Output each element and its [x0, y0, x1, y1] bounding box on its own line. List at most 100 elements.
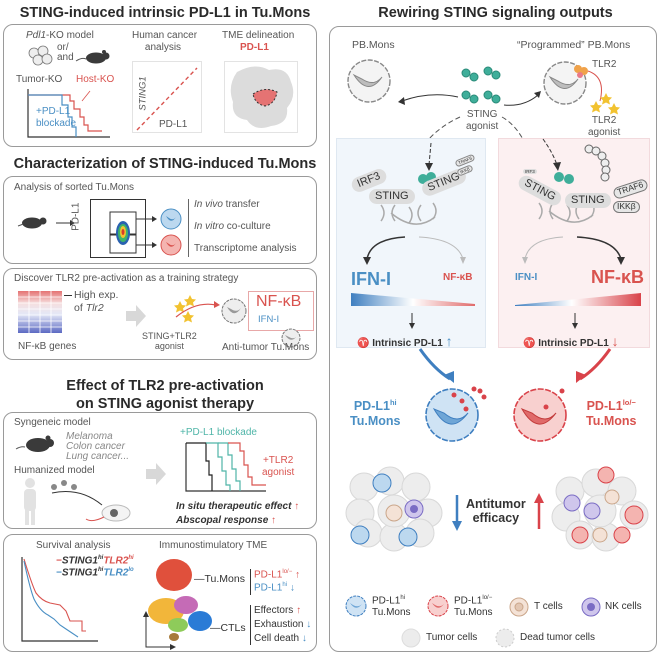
- pb-mon-cell-icon: [347, 59, 391, 103]
- pdl1-hi-tumon-cell: [425, 386, 487, 442]
- section1-title: STING-induced intrinsic PD-L1 in Tu.Mons: [19, 5, 311, 21]
- or-and-label: or/ and: [57, 42, 74, 63]
- tlr2-discovery-label: Discover TLR2 pre-activation as a traini…: [14, 273, 239, 284]
- facs-axis-label: PD-L1: [70, 202, 82, 231]
- model-colon: Colon cancer: [66, 441, 125, 452]
- tlr2-agonist-label: +TLR2 agonist: [262, 455, 295, 478]
- agonist-stars-icon: [174, 295, 220, 323]
- legend-dead-tumor-cell-label: Dead tumor cells: [520, 632, 596, 643]
- effect-in-situ: In situ therapeutic effect ↑: [176, 501, 300, 512]
- host-ko-label: Host-KO: [76, 74, 115, 85]
- sting1-axis-label: STING1: [137, 76, 149, 111]
- section2-title: Characterization of STING-induced Tu.Mon…: [13, 156, 317, 172]
- high-exp-label: High exp.: [74, 289, 119, 301]
- ifn-pathway-box: IRF3 STING STING TRAF6 IKKβ IFN-I NF-κB …: [336, 138, 486, 349]
- tumor-cluster-lo: [551, 466, 649, 552]
- tumons-bracket: [250, 569, 251, 595]
- programmed-pb-mons-label: “Programmed” PB.Mons: [517, 39, 631, 51]
- sting-label-blue-1: STING: [369, 189, 415, 204]
- syngeneic-label: Syngeneic model: [14, 417, 91, 428]
- model-melanoma: Melanoma: [66, 431, 113, 442]
- model-lung: Lung cancer...: [66, 451, 130, 462]
- legend-tcell-label: T cells: [534, 601, 563, 612]
- antitumor-efficacy-label: Antitumor efficacy: [466, 497, 526, 526]
- output-box: [248, 291, 314, 331]
- nfkb-pathway-box: IRF3 STING STING TRAF6 IKKβ IFN-I NF-κB …: [498, 138, 650, 349]
- therapy-survival-curve: [185, 442, 266, 492]
- ctls-bracket: [250, 605, 251, 645]
- split-arrows-red: [522, 236, 625, 265]
- tme-map: [224, 61, 298, 133]
- mouse-icon: [75, 50, 110, 64]
- tme-pdl1-label: PD-L1: [240, 42, 269, 53]
- sting-tlr2-agonist-label: STING+TLR2 agonist: [142, 331, 197, 352]
- legend-hi-icon: [345, 595, 367, 617]
- efficacy-down-arrow: [452, 495, 462, 531]
- exhaustion-label: Exhaustion ↓: [254, 619, 312, 630]
- right-title: Rewiring STING signaling outputs: [378, 5, 613, 21]
- pdl1-axis-label: PD-L1: [159, 119, 188, 130]
- nfkb-genes-label: NF-κB genes: [18, 341, 77, 352]
- blue-tumon-icon: [160, 208, 182, 230]
- section3-title: Effect of TLR2 pre-activation on STING a…: [66, 378, 264, 413]
- process-arrow-icon: [126, 305, 146, 327]
- nfkb-dominant-gradient: [515, 293, 641, 306]
- effectors-label: Effectors ↑: [254, 605, 302, 616]
- section1-panel: Pdl1-KO model or/ and Tumor-KO Host-KO +…: [3, 24, 317, 147]
- intrinsic-pdl1-red: ♈ Intrinsic PD-L1 ↓: [523, 333, 619, 349]
- tissue-shape: [230, 66, 294, 128]
- immunostimulatory-tme-label: Immunostimulatory TME: [159, 540, 268, 551]
- tlr2-receptor-label: TLR2: [592, 59, 617, 70]
- tumor-ko-label: Tumor-KO: [16, 74, 63, 85]
- sorted-item-3: Transcriptome analysis: [194, 243, 297, 254]
- tlr2-agonist-label-right: TLR2 agonist: [588, 115, 621, 138]
- red-tumon-icon: [160, 234, 182, 256]
- legend-dead-tumor-cell-icon: [495, 628, 515, 648]
- sting-label-red-2: STING: [565, 193, 611, 208]
- legend-tumor-cell-label: Tumor cells: [426, 632, 478, 643]
- ifn-dominant-gradient: [351, 293, 475, 306]
- tumor-cluster-hi: [345, 466, 443, 552]
- intrinsic-pdl1-blue: ♈ Intrinsic PD-L1 ↑: [357, 333, 453, 349]
- pdl1-ko-model-label: Pdl1-KO model: [26, 30, 94, 41]
- down-arrow-red: [572, 313, 578, 329]
- legend-lo-icon: [427, 595, 449, 617]
- ctls-cluster-label: —CTLs: [210, 622, 246, 634]
- sting-complex-blue: [380, 142, 437, 225]
- tme-delineation-label: TME delineation: [222, 30, 295, 41]
- effect-abscopal: Abscopal response ↑: [176, 515, 277, 526]
- correlation-line: [136, 67, 198, 131]
- nfkb-label-red: NF-κB: [591, 267, 645, 287]
- nfkb-label-blue: NF-κB: [443, 272, 473, 283]
- ifn-output-label: IFN-I: [258, 314, 280, 325]
- pdl1-lo-label: PD-L1lo/− ↑: [254, 569, 300, 581]
- humanized-model-icon: [24, 478, 131, 525]
- divider: [188, 199, 189, 257]
- ifn-label-blue: IFN-I: [351, 269, 391, 289]
- sting-complex-red: [538, 138, 611, 223]
- legend-tcell-icon: [509, 597, 529, 617]
- pdl1-lo-tumon-cell: [513, 388, 567, 442]
- legend-tumor-cell-icon: [401, 628, 421, 648]
- pb-mons-label: PB.Mons: [352, 39, 395, 51]
- pdl1-blockade-label: +PD-L1 blockade: [180, 427, 257, 438]
- anti-tumor-monocyte-icon: [281, 328, 301, 348]
- tlr2-pointer-line: [64, 295, 72, 296]
- pdl1-lo-tumons-title: PD-L1lo/−Tu.Mons: [586, 398, 637, 428]
- down-arrow-blue: [409, 313, 415, 329]
- legend-nkcell-icon: [581, 597, 601, 617]
- tlr2-discovery-panel: Discover TLR2 pre-activation as a traini…: [3, 268, 317, 360]
- legend-nkcell-label: NK cells: [605, 601, 642, 612]
- sorted-item-2: In vitro co-culture: [194, 221, 271, 232]
- cell-death-label: Cell death ↓: [254, 633, 307, 644]
- survival-legend-hi: −STING1hiTLR2hi: [56, 555, 134, 567]
- humanized-label: Humanized model: [14, 465, 95, 476]
- monocyte-icon: [221, 298, 247, 324]
- rewiring-panel: PB.Mons “Programmed” PB.Mons TLR2 TLR2 a…: [329, 26, 657, 652]
- legend-lo-label: PD-L1lo/−Tu.Mons: [454, 595, 493, 618]
- sorted-tumons-label: Analysis of sorted Tu.Mons: [14, 182, 135, 193]
- mouse-arrow-icon: [17, 217, 75, 229]
- survival-curve-ko: [27, 89, 110, 138]
- programmed-mon-cell-icon: [543, 61, 588, 105]
